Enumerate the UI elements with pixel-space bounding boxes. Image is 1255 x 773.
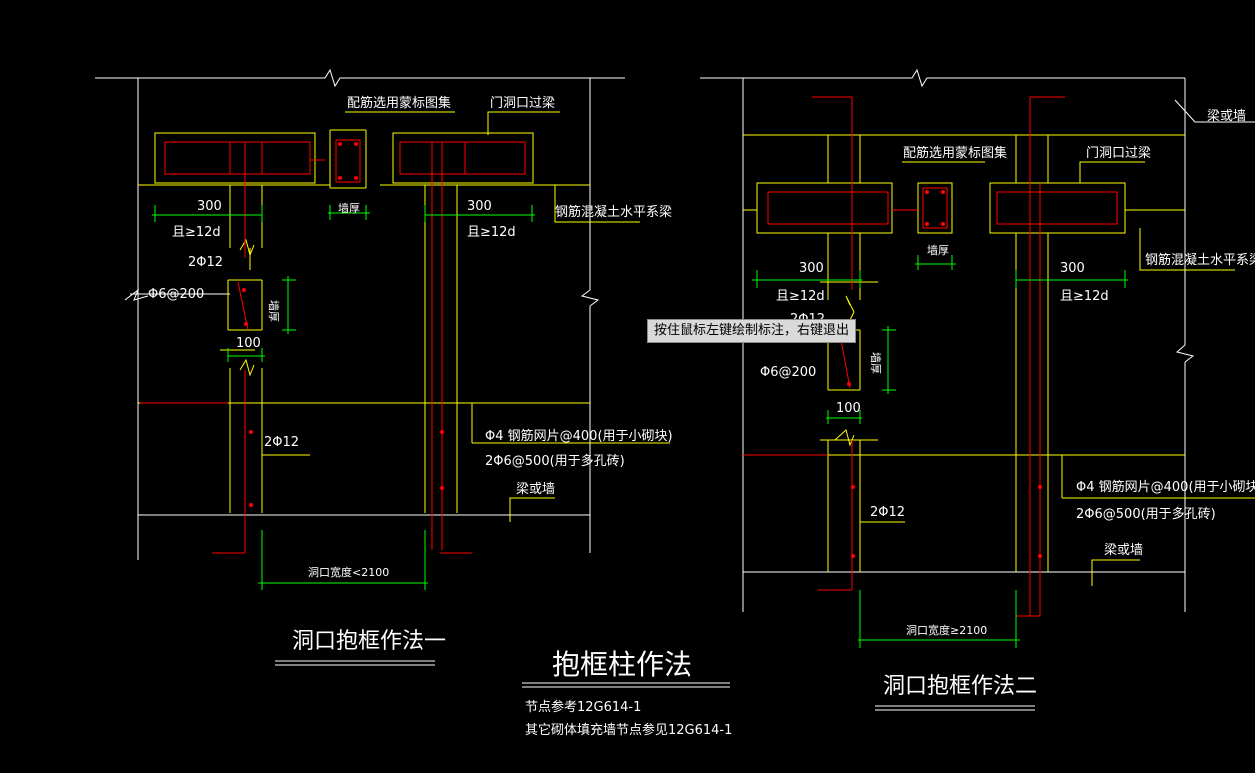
right-rebar-dots — [841, 190, 1042, 558]
left-label-horizontal-beam: 钢筋混凝土水平系梁 — [555, 204, 672, 220]
right-beam-or-wall-top: 梁或墙 — [1207, 109, 1246, 124]
left-structure-yellow — [138, 111, 670, 522]
left-mesh-note2: 2Φ6@500(用于多孔砖) — [485, 453, 625, 469]
right-title: 洞口抱框作法二 — [883, 674, 1037, 699]
right-label-horizontal-beam: 钢筋混凝土水平系梁 — [1145, 252, 1255, 268]
left-detail: 配筋选用蒙标图集 门洞口过梁 墙厚 钢筋混凝土水平系梁 300 300 且≥12… — [95, 68, 673, 666]
center-note1: 节点参考12G614-1 — [525, 699, 641, 715]
left-title-underline — [275, 660, 435, 666]
right-dim-col: 100 — [836, 401, 861, 416]
right-dim-300-left: 300 — [799, 261, 824, 276]
left-bars-col: 2Φ12 — [264, 435, 299, 450]
center-title: 抱框柱作法 — [552, 648, 692, 681]
left-beam-or-wall: 梁或墙 — [516, 482, 555, 497]
left-dim-col: 100 — [236, 336, 261, 351]
left-title: 洞口抱框作法一 — [292, 629, 446, 654]
left-anchor-left: 且≥12d — [172, 225, 221, 240]
right-mesh-note2: 2Φ6@500(用于多孔砖) — [1076, 506, 1216, 522]
right-stirrup: Φ6@200 — [760, 365, 816, 380]
left-label-wall-thickness: 墙厚 — [338, 201, 360, 215]
left-col-thickness: 墙厚 — [267, 300, 281, 322]
right-structure-yellow — [743, 134, 1255, 586]
left-rebar — [140, 139, 526, 554]
right-col-thickness: 墙厚 — [869, 352, 883, 374]
left-anchor-right: 且≥12d — [467, 225, 516, 240]
right-rebar — [743, 96, 1118, 617]
right-bars-col: 2Φ12 — [870, 505, 905, 520]
left-opening-width: 洞口宽度<2100 — [308, 565, 389, 579]
left-wall-outline — [95, 68, 625, 560]
right-detail: 梁或墙 配筋选用蒙标图集 门洞口过梁 墙厚 钢筋混凝土水平系梁 300 300 … — [700, 68, 1255, 711]
right-label-wall-thickness: 墙厚 — [927, 243, 949, 257]
center-note2: 其它砌体填充墙节点参见12G614-1 — [525, 722, 732, 738]
right-title-underline — [875, 705, 1035, 711]
right-anchor-left: 且≥12d — [776, 289, 825, 304]
left-dimensions — [152, 205, 535, 590]
right-beam-or-wall: 梁或墙 — [1104, 543, 1143, 558]
right-label-lintel: 门洞口过梁 — [1086, 146, 1151, 161]
left-mesh-note1: Φ4 钢筋网片@400(用于小砌块) — [485, 428, 673, 444]
left-stirrup: Φ6@200 — [148, 287, 204, 302]
command-tooltip: 按住鼠标左键绘制标注，右键退出 — [647, 319, 857, 343]
right-label-rebar-atlas: 配筋选用蒙标图集 — [903, 145, 1007, 161]
right-mesh-note1: Φ4 钢筋网片@400(用于小砌块) — [1076, 479, 1255, 495]
right-anchor-right: 且≥12d — [1060, 289, 1109, 304]
left-label-lintel: 门洞口过梁 — [490, 96, 555, 111]
center-title-underline — [522, 682, 730, 688]
right-dim-300-right: 300 — [1060, 261, 1085, 276]
right-dimensions — [752, 255, 1128, 648]
left-dim-300-right: 300 — [467, 199, 492, 214]
center-block: 抱框柱作法 节点参考12G614-1 其它砌体填充墙节点参见12G614-1 — [522, 648, 732, 738]
right-opening-width: 洞口宽度≥2100 — [906, 623, 987, 637]
left-dim-300-left: 300 — [197, 199, 222, 214]
left-bars-top: 2Φ12 — [188, 255, 223, 270]
left-label-rebar-atlas: 配筋选用蒙标图集 — [347, 95, 451, 111]
left-rebar-dots — [242, 142, 444, 507]
